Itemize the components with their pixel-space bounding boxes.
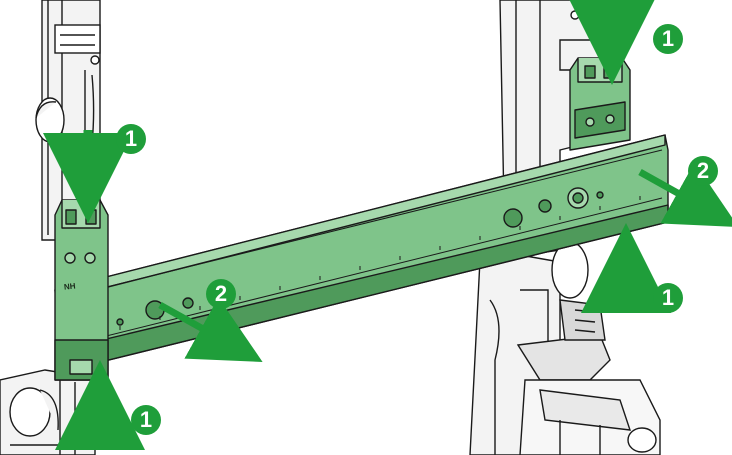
step-badge-1-left: 1 xyxy=(116,124,146,154)
step-badge-1-right-lower: 1 xyxy=(653,283,683,313)
step-badge-1-left-lower: 1 xyxy=(131,405,161,435)
step-badge-2-right: 2 xyxy=(688,156,718,186)
right-rail-clip xyxy=(569,57,631,151)
left-lower-frame xyxy=(0,369,96,455)
arrows-step-1 xyxy=(43,0,671,450)
right-lower-frame xyxy=(469,241,661,455)
left-rail-clip xyxy=(54,199,109,381)
arrow-pull-right xyxy=(638,162,732,228)
step-badge-2-left: 2 xyxy=(206,279,236,309)
step-badge-1-top-right: 1 xyxy=(653,24,683,54)
arrows-step-2 xyxy=(158,162,732,362)
rail-marking: NH xyxy=(63,281,77,292)
arrow-pull-left xyxy=(158,297,263,362)
